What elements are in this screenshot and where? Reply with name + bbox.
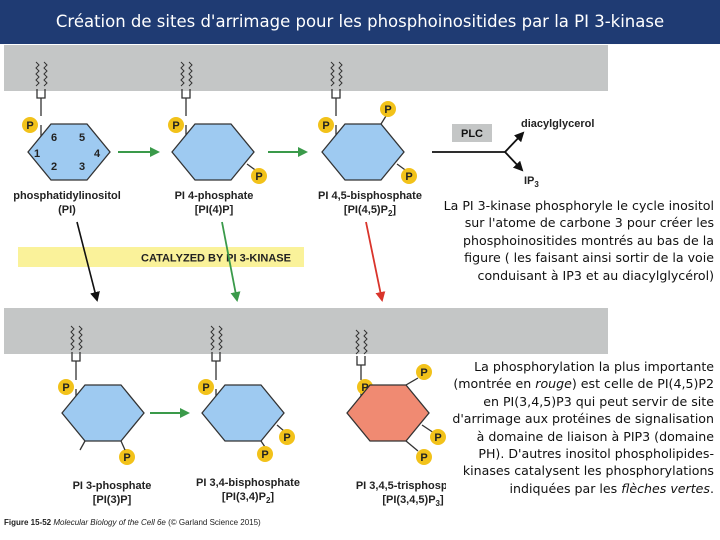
label-pi3p-line1: PI 3-phosphate [73,480,152,492]
molecule-pip3: P P P P [346,329,446,465]
dag-arrow [504,131,525,153]
label-pi-line2: (PI) [58,204,76,216]
label-pi4p-line2: [PI(4)P] [195,204,234,216]
svg-text:P: P [26,120,33,132]
inositol-ring [171,123,255,181]
catalyzed-label: CATALYZED BY PI 3-KINASE [141,253,291,265]
molecule-pi34p2: P P P [198,325,295,462]
carbon-4: 4 [94,148,101,160]
svg-text:P: P [123,452,130,464]
phosphate-icon [380,101,396,117]
label-pip3-line1: PI 3,4,5-trisphosphate [356,480,470,492]
label-pi4p-line1: PI 4-phosphate [175,190,254,202]
phosphate-icon [257,446,273,462]
svg-text:P: P [255,171,262,183]
phosphate-icon [251,168,267,184]
carbon-2: 2 [51,161,57,173]
label-pi3p-line2: [PI(3)P] [93,494,132,506]
svg-text:P: P [384,104,391,116]
phosphate-icon [401,168,417,184]
inositol-ring [61,384,145,442]
catalyzed-band [18,247,304,267]
word-fleches-vertes: flèches vertes [621,480,710,496]
ip3-label: IP3 [524,175,539,189]
description-phosphorylation: La phosphorylation la plus importante (m… [446,358,714,498]
phosphate-icon [416,364,432,380]
inositol-ring [201,384,285,442]
figure-caption: Figure 15-52 Molecular Biology of the Ce… [4,518,261,527]
svg-text:P: P [172,120,179,132]
red-arrow-down [365,221,386,302]
black-arrow-down [76,221,100,302]
carbon-6: 6 [51,132,57,144]
molecule-pi: P 6 5 1 4 2 3 [22,61,111,181]
top-membrane [4,45,608,91]
svg-text:P: P [434,432,441,444]
svg-text:P: P [261,449,268,461]
dag-label: diacylglycerol [521,118,594,130]
phosphoinositide-diagram: CATALYZED BY PI 3-KINASE P 6 5 1 4 2 3 p… [4,45,608,508]
label-pi45p2-line1: PI 4,5-bisphosphate [318,190,422,202]
label-pi45p2-line2: [PI(4,5)P2] [344,204,396,218]
phosphate-icon [22,117,38,133]
phosphate-icon [168,117,184,133]
inositol-ring [321,123,405,181]
phosphate-icon [58,379,74,395]
svg-text:P: P [405,171,412,183]
label-pip3-line2: [PI(3,4,5)P3] [382,494,444,508]
plc-label: PLC [461,128,483,140]
inositol-ring [27,123,111,181]
svg-text:P: P [283,432,290,444]
svg-text:P: P [361,382,368,394]
label-pi34p2-line1: PI 3,4-bisphosphate [196,477,300,489]
green-arrow-down [221,221,241,302]
phosphate-icon [318,117,334,133]
slide-title: Création de sites d'arrimage pour les ph… [0,0,720,44]
molecule-pi45p2: P P P [318,61,417,184]
svg-text:P: P [322,120,329,132]
phosphate-icon [279,429,295,445]
phosphate-icon [119,449,135,465]
plc-box [452,124,492,142]
label-pi-line1: phosphatidylinositol [13,190,121,202]
phosphate-icon [430,429,446,445]
description-pi3-kinase: La PI 3-kinase phosphoryle le cycle inos… [443,198,714,283]
carbon-1: 1 [34,148,40,160]
svg-text:P: P [202,382,209,394]
word-rouge: rouge [535,376,572,392]
bottom-membrane [4,308,608,354]
label-pi34p2-line2: [PI(3,4)P2] [222,491,274,505]
ip3-arrow [504,151,524,172]
inositol-ring-highlight [346,384,430,442]
molecule-pi4p: P P [168,61,267,184]
svg-text:P: P [62,382,69,394]
molecule-pi3p: P P [58,325,145,465]
svg-text:P: P [420,367,427,379]
carbon-3: 3 [79,161,85,173]
phosphate-icon [416,449,432,465]
svg-text:P: P [420,452,427,464]
carbon-5: 5 [79,132,85,144]
phosphate-icon [198,379,214,395]
